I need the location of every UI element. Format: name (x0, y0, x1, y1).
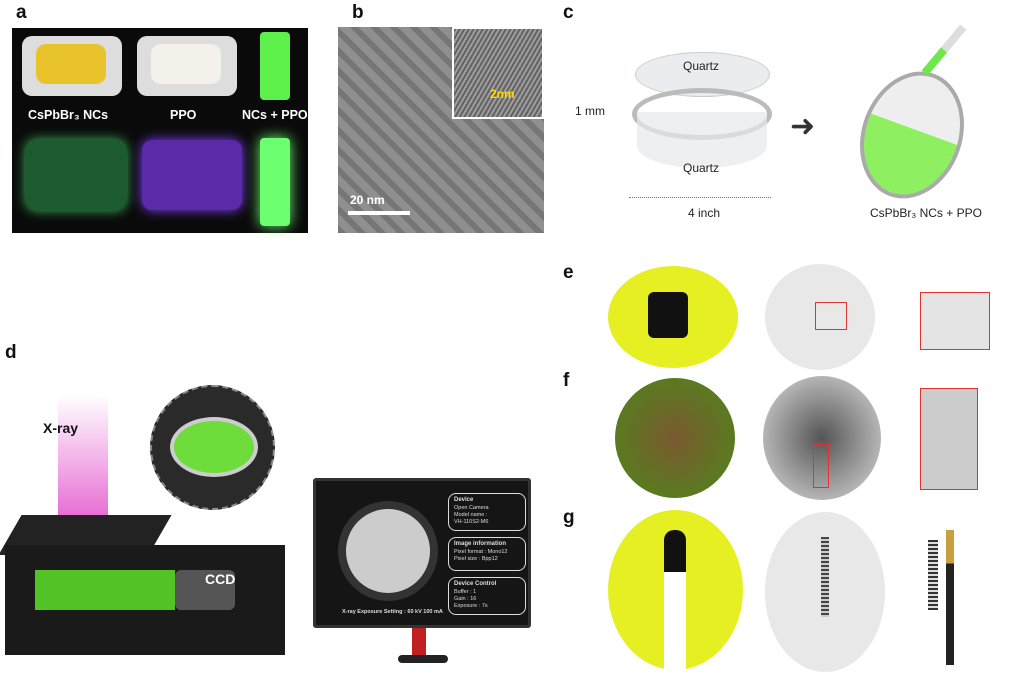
filled-cell (842, 56, 982, 214)
quartz-bottom-label: Quartz (683, 161, 720, 175)
scale-bar-label: 20 nm (350, 193, 385, 207)
hrtem-inset: 2nm (452, 27, 544, 119)
xray-beam (58, 395, 108, 515)
detector-enclosure: CCD (5, 545, 285, 655)
monitor-stand (412, 628, 426, 658)
info-line: Gain : 16 (454, 595, 477, 602)
sample-label-ppo: PPO (170, 108, 197, 122)
info-line: Buffer : 1 (454, 588, 477, 595)
result-label: CsPbBr₃ NCs + PPO (870, 206, 982, 220)
syringe-icon (921, 24, 967, 76)
panel-a-label: a (16, 2, 27, 23)
pen-xray (765, 512, 885, 672)
sample-photo: CsPbBr₃ NCs PPO NCs + PPO (12, 28, 308, 233)
diameter-arrow (629, 197, 771, 198)
tem-image: 2nm 20 nm (338, 27, 544, 233)
info-line: Pixel format : Mono12 (454, 548, 508, 555)
panel-e-label: e (563, 262, 574, 283)
cell-zoom-callout (150, 385, 275, 510)
spring-part (928, 540, 938, 610)
inset-scale: 2nm (490, 87, 515, 101)
control-title: Device Control (454, 581, 497, 587)
panel-f-label: f (563, 370, 570, 391)
crab-xray (763, 376, 881, 500)
sample-label-mix: NCs + PPO (242, 108, 308, 122)
panel-g-label: g (563, 507, 575, 528)
pen-photo (608, 510, 743, 670)
plug-detail (920, 292, 990, 350)
panel-b-label: b (352, 2, 364, 23)
info-line: Pixel size : Bpp12 (454, 555, 498, 562)
info-line: Open Camera (454, 504, 489, 511)
xray-image (338, 501, 438, 601)
scale-bar (348, 211, 410, 215)
sample-label-ncs: CsPbBr₃ NCs (28, 108, 109, 122)
device-title: Device (454, 497, 474, 503)
ccd-label: CCD (205, 571, 236, 587)
image-info-title: Image information (454, 541, 507, 547)
info-line: Model name : (454, 511, 488, 518)
info-line: Exposure : 7s (454, 603, 488, 610)
arrow-icon: ➜ (790, 110, 816, 143)
refill-part (946, 530, 954, 665)
monitor-base (398, 655, 448, 663)
crab-detail (920, 388, 978, 490)
diameter-label: 4 inch (688, 206, 721, 220)
quartz-top-label: Quartz (683, 59, 720, 73)
crab-photo (615, 378, 735, 498)
xray-label: X-ray (43, 420, 79, 436)
panel-d-label: d (5, 342, 17, 363)
quartz-bottom (637, 112, 767, 168)
exposure-setting: X-ray Exposure Setting : 60 kV 100 mA (342, 609, 443, 615)
info-line: VH-110S2-M6 (454, 519, 489, 526)
plug-xray (765, 264, 875, 370)
plug-photo (608, 266, 738, 368)
thickness-label: 1 mm (575, 104, 605, 118)
panel-c-label: c (563, 2, 574, 23)
